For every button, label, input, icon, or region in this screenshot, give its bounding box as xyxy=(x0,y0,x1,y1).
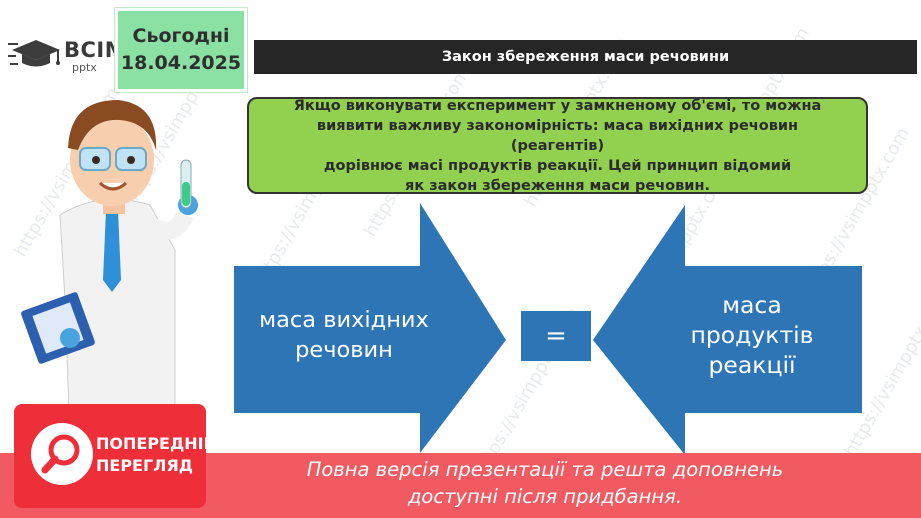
magnifier-icon xyxy=(31,423,93,485)
info-line: Якщо виконувати експеримент у замкненому… xyxy=(293,97,822,114)
equals-sign: = xyxy=(521,311,591,361)
preview-label: ПОПЕРЕДНІЙ ПЕРЕГЛЯД xyxy=(96,434,217,475)
preview-badge[interactable]: ПОПЕРЕДНІЙ ПЕРЕГЛЯД xyxy=(14,404,217,508)
date-value: 18.04.2025 xyxy=(120,52,242,74)
info-line: як закон збереження маси речовин. xyxy=(405,177,710,194)
info-box: Якщо виконувати експеримент у замкненому… xyxy=(247,97,868,194)
right-arrow-label: маса продуктів реакції xyxy=(690,291,814,379)
notice-text: Повна версія презентації та решта доповн… xyxy=(306,458,784,508)
slide-title: Закон збереження маси речовини xyxy=(254,40,917,74)
logo-sub: pptx xyxy=(72,61,97,74)
info-line: виявити важливу закономірність: маса вих… xyxy=(316,117,799,154)
date-label: Сьогодні xyxy=(132,25,230,47)
right-arrow-shape xyxy=(593,205,862,455)
graduation-cap-icon xyxy=(8,40,60,67)
left-arrow-shape xyxy=(234,203,506,453)
info-line: дорівнює масі продуктів реакції. Цей при… xyxy=(323,157,792,174)
scientist-illustration xyxy=(21,100,198,441)
date-box: Сьогодні 18.04.2025 xyxy=(115,8,247,92)
left-arrow-label: маса вихідних речовин xyxy=(259,307,429,363)
